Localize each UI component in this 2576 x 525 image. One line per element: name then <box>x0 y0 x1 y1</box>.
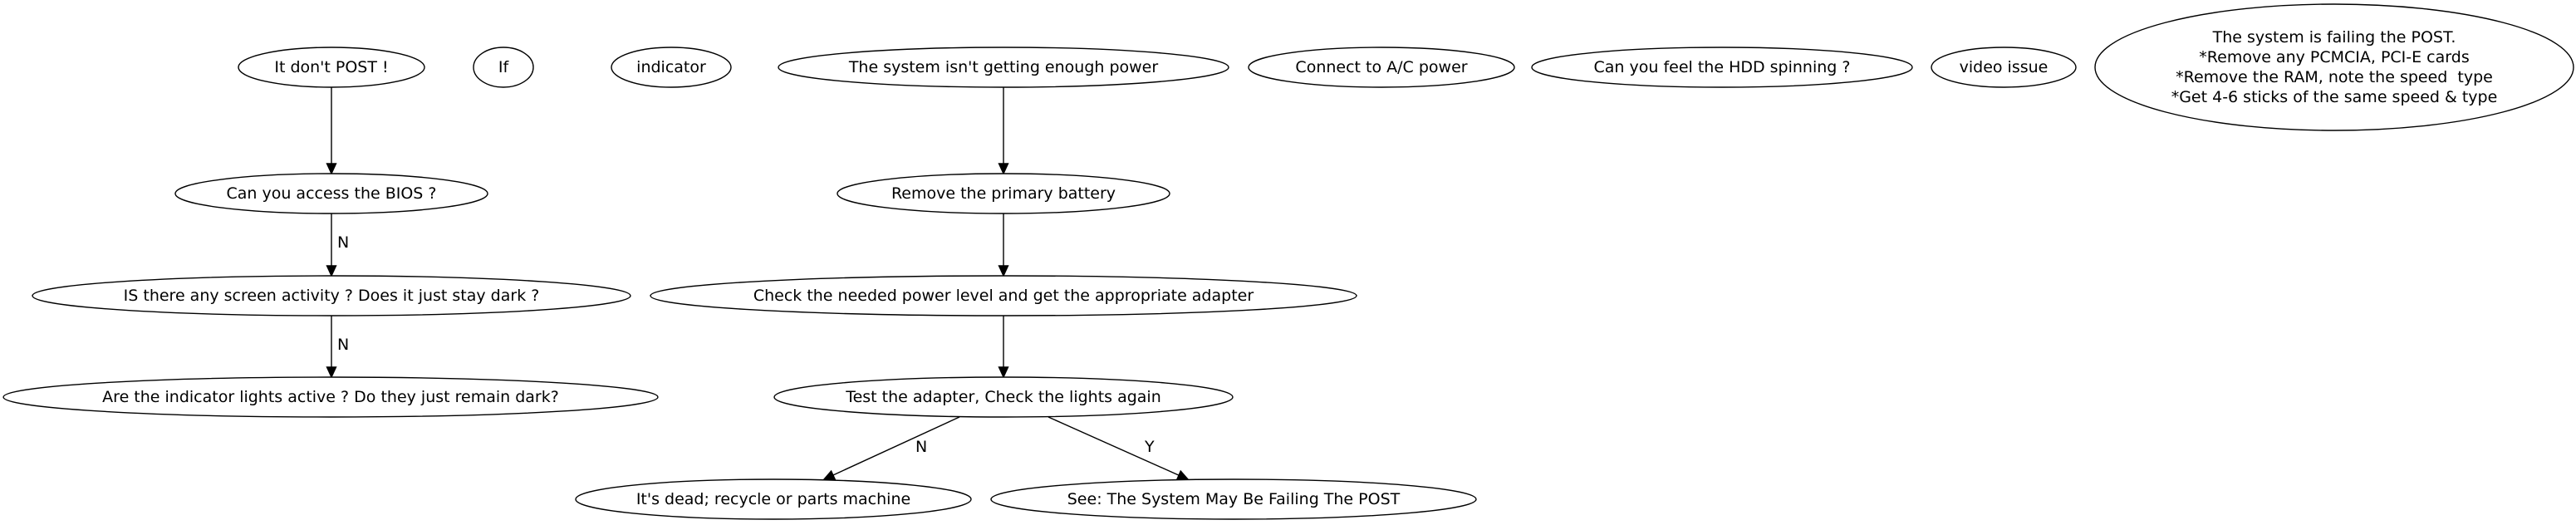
node-label: If <box>498 58 510 76</box>
node-shape <box>611 47 732 88</box>
node-label: Test the adapter, Check the lights again <box>845 388 1161 406</box>
node-shape <box>2094 3 2574 131</box>
node-label: It's dead; recycle or parts machine <box>636 490 910 508</box>
node-shape <box>575 478 972 520</box>
node-label: Can you feel the HDD spinning ? <box>1594 58 1851 76</box>
node-shape <box>238 47 425 88</box>
node-label: IS there any screen activity ? Does it j… <box>124 287 540 305</box>
node-shape <box>473 47 534 88</box>
node-label: Connect to A/C power <box>1295 58 1467 76</box>
arrowhead-icon <box>998 366 1009 379</box>
node-label: The system is failing the POST. <box>2212 28 2456 47</box>
node-shape <box>2 376 659 418</box>
arrowhead-icon <box>326 366 337 379</box>
node-label: *Remove any PCMCIA, PCI-E cards <box>2199 48 2469 66</box>
edge-check-power-level-to-test-adapter <box>998 316 1009 379</box>
node-label: *Get 4-6 sticks of the same speed & type <box>2171 88 2498 106</box>
node-shape <box>32 275 631 316</box>
node-label: Are the indicator lights active ? Do the… <box>102 388 559 406</box>
node-test-adapter: Test the adapter, Check the lights again <box>773 376 1234 418</box>
edge-label: Y <box>1144 438 1155 456</box>
edge-access-bios-to-screen-activity: N <box>326 213 349 277</box>
arrowhead-icon <box>822 469 837 480</box>
node-no-post: It don't POST ! <box>238 47 425 88</box>
node-shape <box>650 275 1357 316</box>
node-shape <box>1531 47 1913 88</box>
node-hdd-spinning: Can you feel the HDD spinning ? <box>1531 47 1913 88</box>
node-label: Check the needed power level and get the… <box>753 287 1254 305</box>
node-remove-battery: Remove the primary battery <box>837 173 1170 214</box>
node-screen-activity: IS there any screen activity ? Does it j… <box>32 275 631 316</box>
node-access-bios: Can you access the BIOS ? <box>174 173 488 214</box>
node-label: The system isn't getting enough power <box>848 58 1159 76</box>
node-shape <box>837 173 1170 214</box>
node-shape <box>778 47 1229 88</box>
node-label: Can you access the BIOS ? <box>226 184 436 203</box>
edge-not-enough-power-to-remove-battery <box>998 87 1009 175</box>
node-shape <box>1248 47 1515 88</box>
node-indicator: indicator <box>611 47 732 88</box>
edge-test-adapter-to-dead: N <box>822 416 960 480</box>
node-dead: It's dead; recycle or parts machine <box>575 478 972 520</box>
edge-label: N <box>337 233 349 252</box>
edge-test-adapter-to-see-failing-post: Y <box>1048 416 1190 480</box>
node-indicator-lights: Are the indicator lights active ? Do the… <box>2 376 659 418</box>
edge-line <box>832 416 960 476</box>
edges-layer: N N N Y <box>326 87 1190 480</box>
node-label: Remove the primary battery <box>891 184 1116 203</box>
edge-remove-battery-to-check-power-level <box>998 213 1009 277</box>
node-shape <box>990 478 1477 520</box>
edge-line <box>1048 416 1180 476</box>
node-label: *Remove the RAM, note the speed type <box>2176 68 2493 86</box>
edge-label: N <box>915 438 927 456</box>
node-failing-post: The system is failing the POST.*Remove a… <box>2094 3 2574 131</box>
arrowhead-icon <box>1175 469 1190 480</box>
node-video-issue: video issue <box>1931 47 2077 88</box>
edge-no-post-to-access-bios <box>326 87 337 175</box>
node-if: If <box>473 47 534 88</box>
node-not-enough-power: The system isn't getting enough power <box>778 47 1229 88</box>
arrowhead-icon <box>998 163 1009 175</box>
arrowhead-icon <box>326 163 337 175</box>
nodes-layer: It don't POST ! If indicator The system isn… <box>2 3 2574 520</box>
arrowhead-icon <box>326 265 337 277</box>
node-label: It don't POST ! <box>274 58 388 76</box>
arrowhead-icon <box>998 265 1009 277</box>
node-see-failing-post: See: The System May Be Failing The POST <box>990 478 1477 520</box>
edge-label: N <box>337 336 349 354</box>
edge-screen-activity-to-indicator-lights: N <box>326 316 349 379</box>
node-check-power-level: Check the needed power level and get the… <box>650 275 1357 316</box>
node-label: indicator <box>636 58 706 76</box>
node-connect-ac: Connect to A/C power <box>1248 47 1515 88</box>
node-shape <box>773 376 1234 418</box>
node-shape <box>174 173 488 214</box>
node-label: video issue <box>1960 58 2049 76</box>
node-label: See: The System May Be Failing The POST <box>1067 490 1401 508</box>
node-shape <box>1931 47 2077 88</box>
